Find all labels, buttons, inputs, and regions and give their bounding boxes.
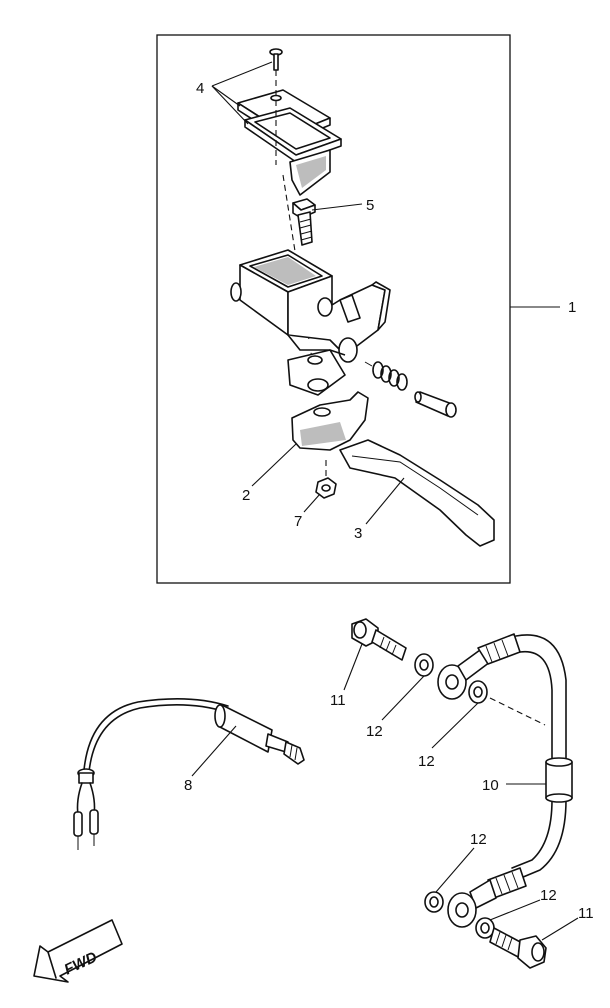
callout-12-lower-1: 12: [470, 831, 487, 848]
callout-5: 5: [366, 197, 374, 214]
pivot-bolt: [292, 198, 316, 246]
callout-numbers: 1 4 5 2 7 3 8 11 12 12 10 12 12 11: [184, 80, 594, 922]
gasket-upper-2: [468, 680, 488, 704]
gasket-lower-1: [424, 891, 444, 913]
gasket-upper-1: [414, 653, 434, 677]
lever-spring: [364, 361, 408, 391]
diaphragm: [289, 149, 331, 196]
callout-11-upper: 11: [330, 692, 346, 709]
hose-routing-line: [489, 697, 546, 726]
callout-1: 1: [568, 299, 576, 316]
union-bolt-upper: [351, 618, 407, 661]
brake-hose: [437, 633, 573, 928]
brake-light-switch: [73, 698, 305, 850]
callout-8: 8: [184, 777, 192, 794]
push-rod: [414, 391, 457, 418]
brake-lever: [291, 391, 495, 547]
callout-4: 4: [196, 80, 204, 97]
callout-2: 2: [242, 487, 250, 504]
assembly-frame: [156, 34, 511, 584]
callout-12-lower-2: 12: [540, 887, 557, 904]
callout-11-lower: 11: [578, 905, 594, 922]
callout-12-upper-2: 12: [418, 753, 435, 770]
callout-3: 3: [354, 525, 362, 542]
union-bolt-lower: [489, 927, 547, 969]
cap-plate: [244, 107, 342, 163]
gasket-lower-2: [475, 917, 495, 939]
callout-12-upper-1: 12: [366, 723, 383, 740]
leader-lines: [191, 61, 579, 941]
master-cylinder-assembly: [230, 48, 495, 547]
cap-screw: [269, 48, 283, 71]
callout-10: 10: [482, 777, 499, 794]
master-cylinder-body: [230, 249, 391, 396]
fwd-direction-arrow: FWD: [33, 919, 123, 983]
lever-nut: [315, 460, 337, 499]
callout-7: 7: [294, 513, 302, 530]
